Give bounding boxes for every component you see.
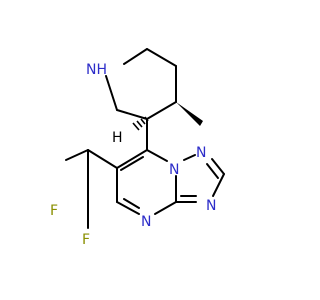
molecule-diagram: NH H N N N N F F xyxy=(50,48,225,248)
bond-c7-c6 xyxy=(116,149,148,169)
triazole-ring xyxy=(175,154,225,203)
bond-c6-c5 xyxy=(146,48,177,67)
bond-n8-c7 xyxy=(146,149,168,162)
atom-label-n-bridge: N xyxy=(169,162,179,178)
bond-c4-c3 xyxy=(146,101,177,120)
structure-canvas: NH H N N N N F F xyxy=(50,48,225,248)
pyrimidine-ring xyxy=(116,149,177,215)
methyl-wedge-bond xyxy=(176,102,203,126)
bond-cf2-f-left xyxy=(65,149,89,161)
bond-c5-n4 xyxy=(116,201,140,215)
bond-n8-n1 xyxy=(183,154,196,161)
atom-label-f-right: F xyxy=(82,232,90,248)
atom-label-f-left: F xyxy=(50,203,58,219)
bond-n1-c2-double xyxy=(206,163,219,179)
atom-label-n-triazole-right: N xyxy=(206,198,216,214)
atom-label-n-triazole-top: N xyxy=(196,145,206,161)
bond-c2-n3 xyxy=(212,173,225,197)
bond-c7-c6-double xyxy=(120,156,144,171)
bond-n1-c2 xyxy=(211,158,225,175)
bond-n4-c3a xyxy=(154,201,177,215)
bond-c3-c2 xyxy=(116,109,148,120)
difluoromethyl-group xyxy=(65,149,118,229)
atom-label-nh: NH xyxy=(86,62,107,78)
atom-label-h: H xyxy=(112,130,123,146)
piperidine-ring xyxy=(105,48,177,120)
bond-c2-n1 xyxy=(105,75,118,111)
bond-c5-cf2 xyxy=(87,149,118,169)
bond-n1-c6 xyxy=(123,48,148,65)
atom-label-n-pyrimidine: N xyxy=(141,214,151,230)
hashed-stereo-bond-h xyxy=(132,116,149,131)
bond-c5-n4-double xyxy=(123,198,140,209)
